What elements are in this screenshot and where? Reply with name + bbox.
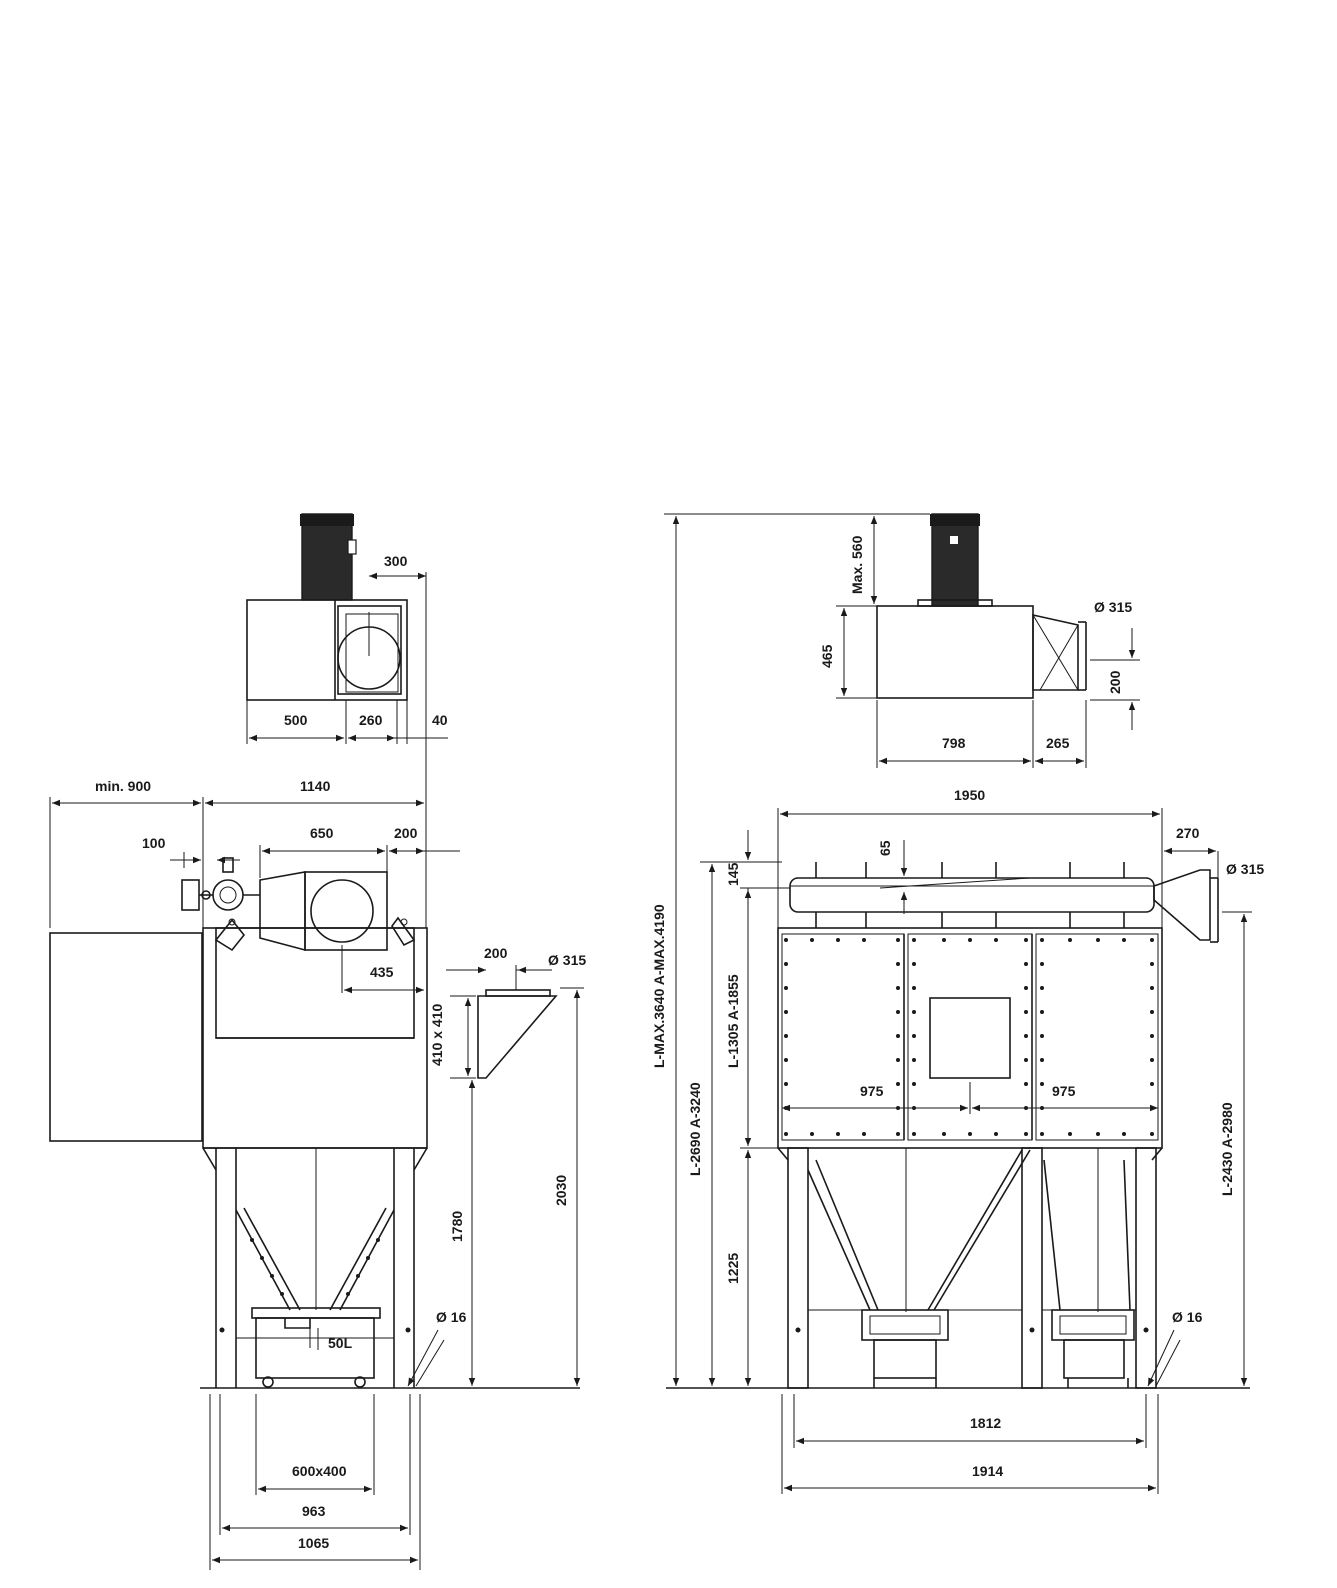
dim-600x400: 600x400 <box>292 1463 347 1479</box>
dim-300: 300 <box>384 553 408 569</box>
dim-dia315-c: Ø 315 <box>1226 861 1264 877</box>
dim-1812: 1812 <box>970 1415 1001 1431</box>
dim-435: 435 <box>370 964 394 980</box>
dim-dia315-b: Ø 315 <box>1094 599 1132 615</box>
dim-1140: 1140 <box>300 778 331 794</box>
dim-798: 798 <box>942 735 966 751</box>
dim-410x410: 410 x 410 <box>429 1004 445 1066</box>
dim-260: 260 <box>359 712 383 728</box>
dim-200-a: 200 <box>394 825 418 841</box>
side-fan-unit <box>246 513 408 701</box>
dim-1065: 1065 <box>298 1535 329 1551</box>
dim-145: 145 <box>725 862 741 886</box>
dim-500: 500 <box>284 712 308 728</box>
side-panel <box>49 932 203 1142</box>
label-50l: 50L <box>328 1335 353 1351</box>
side-view: 300 500 260 40 min. 900 1140 100 650 200 <box>49 513 586 1570</box>
dim-200-b: 200 <box>484 945 508 961</box>
dim-650: 650 <box>310 825 334 841</box>
dim-l2430: L-2430 A-2980 <box>1219 1102 1235 1196</box>
front-body <box>777 927 1163 1149</box>
front-view: L-MAX.3640 A-MAX.4190 L-2690 A-3240 L-13… <box>651 513 1264 1494</box>
dim-465: 465 <box>819 644 835 668</box>
front-manifold <box>789 862 1219 943</box>
dim-270: 270 <box>1176 825 1200 841</box>
side-body <box>202 916 428 1388</box>
dim-dia315-a: Ø 315 <box>548 952 586 968</box>
dim-265: 265 <box>1046 735 1070 751</box>
dim-dia16-b: Ø 16 <box>1172 1309 1203 1325</box>
dim-200-c: 200 <box>1107 670 1123 694</box>
dim-1780: 1780 <box>449 1211 465 1242</box>
side-inlet <box>259 871 388 952</box>
dim-1914: 1914 <box>972 1463 1003 1479</box>
dim-2030: 2030 <box>553 1175 569 1206</box>
dim-975-a: 975 <box>860 1083 884 1099</box>
front-fan-unit <box>876 513 1087 699</box>
front-bolts <box>784 938 1154 1136</box>
dim-975-b: 975 <box>1052 1083 1076 1099</box>
dim-1225: 1225 <box>725 1253 741 1284</box>
dim-lmax: L-MAX.3640 A-MAX.4190 <box>651 904 667 1068</box>
dim-l2690: L-2690 A-3240 <box>687 1082 703 1176</box>
dim-65: 65 <box>877 840 893 856</box>
side-inlet-detail <box>477 989 558 1079</box>
front-support <box>777 1147 1163 1389</box>
dim-1950: 1950 <box>954 787 985 803</box>
dim-963: 963 <box>302 1503 326 1519</box>
dim-dia16-a: Ø 16 <box>436 1309 467 1325</box>
dim-40: 40 <box>432 712 448 728</box>
dim-min900: min. 900 <box>95 778 151 794</box>
dim-100: 100 <box>142 835 166 851</box>
side-valve <box>181 857 260 911</box>
dim-max560: Max. 560 <box>849 535 865 594</box>
dim-l1305: L-1305 A-1855 <box>725 974 741 1068</box>
